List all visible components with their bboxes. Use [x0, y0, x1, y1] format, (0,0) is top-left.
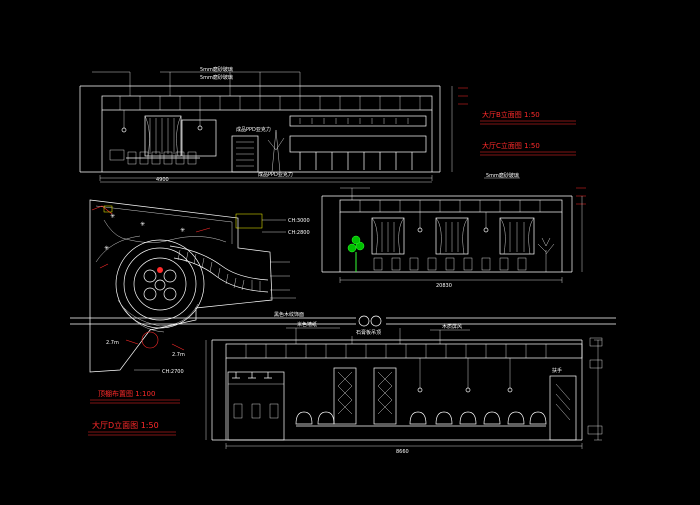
title-elev-d: 大厅D立面图 1:50 [92, 420, 159, 430]
section-mark [70, 314, 616, 328]
note-d: 木质屏风 [442, 323, 462, 330]
curtain-window-b [144, 115, 182, 157]
svg-text:✳: ✳ [180, 227, 185, 234]
round-booth-outer [115, 239, 205, 329]
title-elev-c: 大厅C立面图 1:50 [482, 141, 540, 150]
plant-c [537, 237, 555, 272]
ceiling-band-b [101, 95, 433, 111]
door-b [231, 135, 259, 173]
dim-d: 8660 [396, 449, 409, 455]
window-c-2 [435, 217, 469, 255]
plan-outline [89, 199, 273, 373]
title-d: 大厅D立面图 1:50 [88, 420, 176, 436]
label-right-mark: 扶手 [552, 367, 562, 374]
window-c-1 [371, 217, 405, 255]
window-c-3 [499, 217, 535, 255]
label-mm-b: 5mm磨砂玻璃 [200, 74, 233, 81]
bar-shelf-b [289, 115, 427, 127]
elevation-b: 4900 5mm磨砂玻璃 5mm磨砂玻璃 成品PPD亚克力 成品PPD亚克力 [79, 66, 586, 205]
plant-green-c [347, 235, 365, 272]
label-mm-c: 5mm磨砂玻璃 [486, 172, 519, 179]
ceiling-band-d [225, 343, 583, 359]
title-plan: 顶棚布置图 1:100 [90, 389, 180, 404]
title-b: 大厅B立面图 1:50 [480, 110, 576, 125]
ceiling-plan: ✳ ✳ ✳ ✳ CH:3000 CH:2800 CH:2700 黑色木纹饰面 2… [89, 199, 310, 375]
svg-text:✳: ✳ [104, 245, 109, 252]
elevation-c: 20830 5mm磨砂玻璃 [321, 172, 583, 289]
title-elev-b: 大厅B立面图 1:50 [482, 110, 540, 119]
label-sign-a: 成品PPD亚克力 [236, 126, 271, 133]
ceiling-band-c [339, 199, 563, 213]
elevation-d: 扶手 米色墙纸 石膏板吊顶 木质屏风 8660 [205, 321, 603, 455]
note-b: 米色墙纸 [297, 321, 317, 328]
label-sign-b: 成品PPD亚克力 [258, 171, 293, 178]
bar-counter-d [227, 371, 285, 441]
note-a: 黑色木纹饰面 [274, 311, 304, 318]
title-c: 大厅C立面图 1:50 [480, 141, 576, 156]
ch-label-2: CH:2800 [288, 230, 310, 236]
radius-2: 2.7m [172, 352, 185, 358]
dim-c: 20830 [436, 283, 452, 289]
note-c: 石膏板吊顶 [356, 329, 381, 336]
plant-b [267, 129, 285, 173]
ch-label-3: CH:2700 [162, 369, 184, 375]
title-plan-text: 顶棚布置图 1:100 [98, 389, 155, 398]
screen-d-1 [333, 367, 357, 425]
screen-d-2 [373, 367, 397, 425]
svg-text:✳: ✳ [110, 213, 115, 220]
cabinet-d [549, 375, 577, 441]
svg-text:✳: ✳ [140, 221, 145, 228]
dim-top: 4900 [156, 177, 169, 183]
radius-1: 2.7m [106, 340, 119, 346]
ch-label-1: CH:3000 [288, 218, 310, 224]
label-mm-a: 5mm磨砂玻璃 [200, 66, 233, 73]
